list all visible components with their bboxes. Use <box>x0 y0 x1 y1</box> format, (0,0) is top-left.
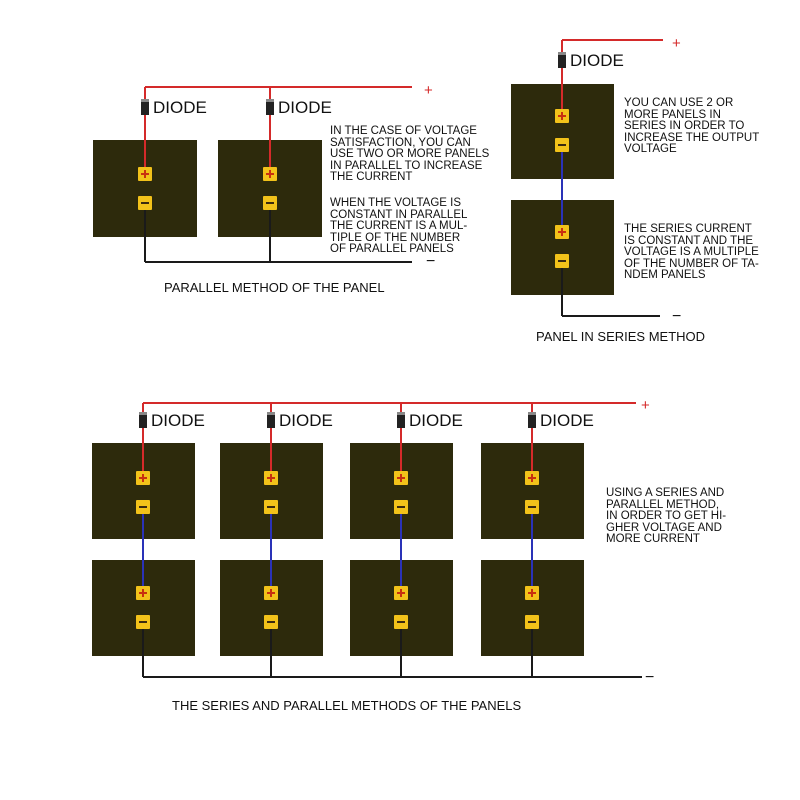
diode-icon <box>141 99 149 115</box>
diode-label: DIODE <box>279 411 333 430</box>
diode-icon <box>558 52 566 68</box>
parallel-note-current-multiple: WHEN THE VOLTAGE IS CONSTANT IN PARALLEL… <box>330 197 468 255</box>
diode-icon <box>266 99 274 115</box>
diode-label: DIODE <box>278 98 332 117</box>
series-note-increase-voltage: YOU CAN USE 2 OR MORE PANELS IN SERIES I… <box>624 97 760 155</box>
parallel-note-increase-current: IN THE CASE OF VOLTAGE SATISFACTION, YOU… <box>330 125 490 183</box>
positive-output-label: + <box>672 35 681 52</box>
diode-band <box>139 412 147 415</box>
diode-icon <box>267 412 275 428</box>
positive-output-label: + <box>641 397 650 414</box>
combined-note: USING A SERIES AND PARALLEL METHOD, IN O… <box>606 487 727 545</box>
diode-icon <box>528 412 536 428</box>
diode-label: DIODE <box>409 411 463 430</box>
diode-label: DIODE <box>151 411 205 430</box>
diode-band <box>528 412 536 415</box>
diode-icon <box>139 412 147 428</box>
diode-band <box>267 412 275 415</box>
negative-output-label: − <box>645 669 654 686</box>
diode-band <box>558 52 566 55</box>
parallel-caption: PARALLEL METHOD OF THE PANEL <box>164 280 385 295</box>
diode-icon <box>397 412 405 428</box>
negative-output-label: − <box>672 308 681 325</box>
diode-label: DIODE <box>540 411 594 430</box>
diode-band <box>266 99 274 102</box>
combined-caption: THE SERIES AND PARALLEL METHODS OF THE P… <box>172 698 522 713</box>
series-caption: PANEL IN SERIES METHOD <box>536 329 706 344</box>
positive-output-label: + <box>424 82 433 99</box>
diode-band <box>397 412 405 415</box>
diode-label: DIODE <box>570 51 624 70</box>
diode-label: DIODE <box>153 98 207 117</box>
negative-output-label: − <box>426 253 435 270</box>
diode-band <box>141 99 149 102</box>
series-note-voltage-multiple: THE SERIES CURRENT IS CONSTANT AND THE V… <box>624 223 759 281</box>
